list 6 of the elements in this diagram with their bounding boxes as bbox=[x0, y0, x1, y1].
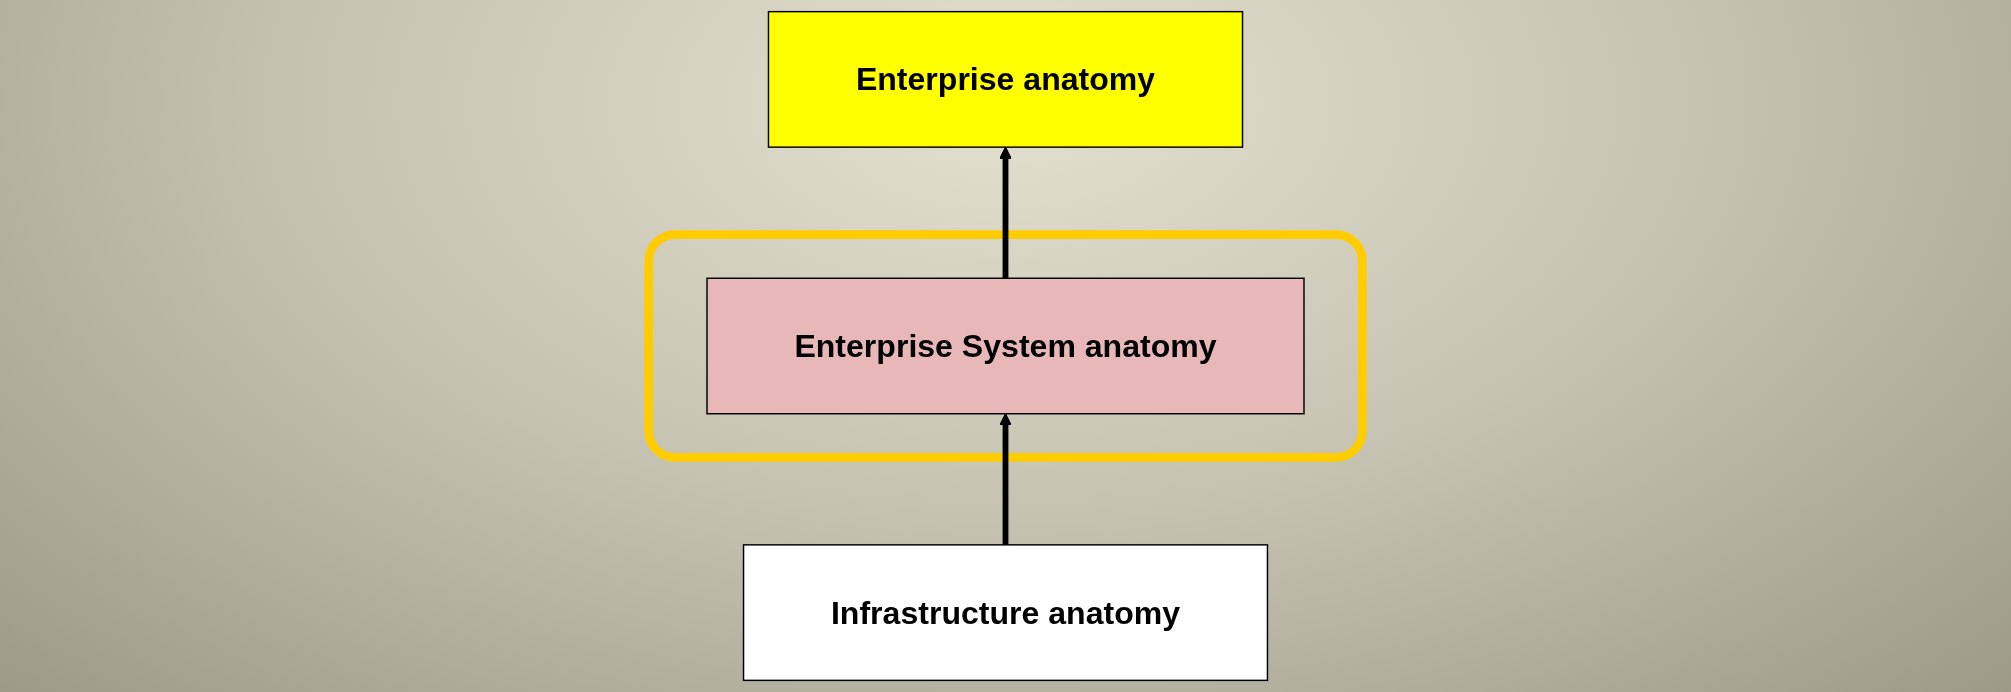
node-box: Enterprise anatomy bbox=[767, 10, 1244, 148]
cluster bbox=[644, 230, 1367, 462]
node-box: Infrastructure anatomy bbox=[742, 544, 1269, 682]
arrow bbox=[999, 146, 1012, 279]
arrow bbox=[999, 413, 1012, 545]
node-box: Enterprise System anatomy bbox=[706, 277, 1305, 415]
